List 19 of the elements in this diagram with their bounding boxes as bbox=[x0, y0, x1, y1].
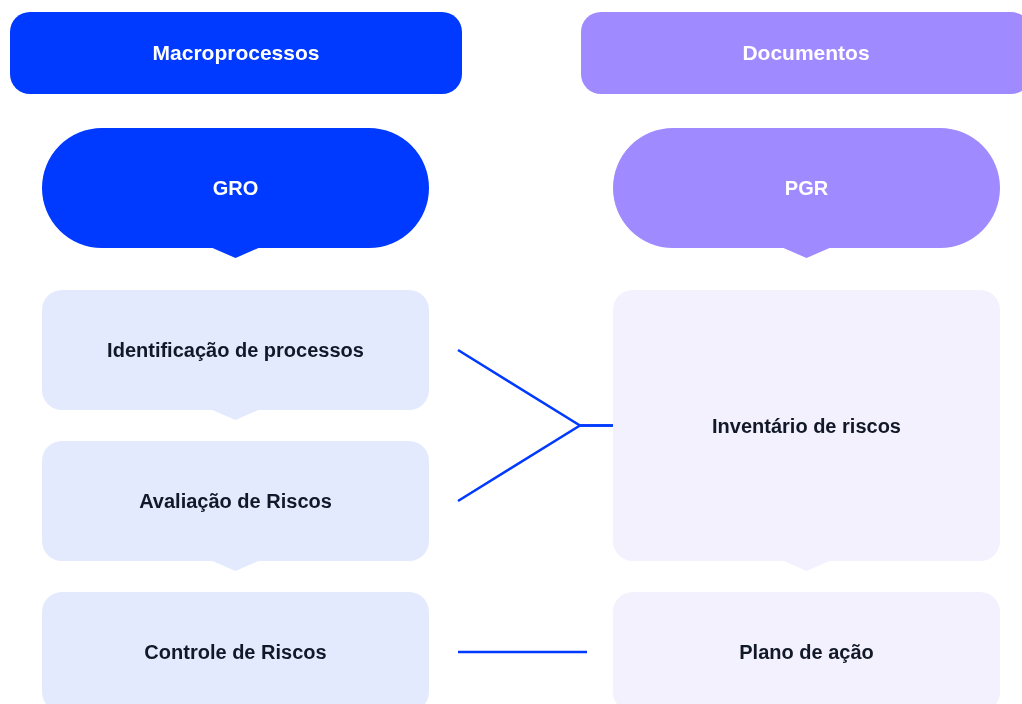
box-label: GRO bbox=[212, 176, 259, 201]
box-label: Avaliação de Riscos bbox=[139, 489, 332, 514]
box-label: Inventário de riscos bbox=[712, 413, 901, 439]
process-box bbox=[42, 441, 429, 571]
connector-line bbox=[457, 424, 613, 503]
document-box bbox=[613, 290, 1000, 571]
header-box bbox=[10, 12, 462, 94]
box-label: Macroprocessos bbox=[152, 40, 320, 67]
box-label: Plano de ação bbox=[739, 640, 874, 665]
process-box bbox=[42, 592, 429, 704]
box-label: Documentos bbox=[742, 40, 870, 67]
box-label: PGR bbox=[784, 176, 829, 201]
box-label: Identificação de processos bbox=[107, 338, 364, 363]
connector-line bbox=[458, 650, 587, 654]
pill-box bbox=[42, 128, 429, 258]
header-box bbox=[581, 12, 1022, 94]
process-box bbox=[42, 290, 429, 420]
pill-box bbox=[613, 128, 1000, 258]
box-label: Controle de Riscos bbox=[144, 640, 327, 665]
